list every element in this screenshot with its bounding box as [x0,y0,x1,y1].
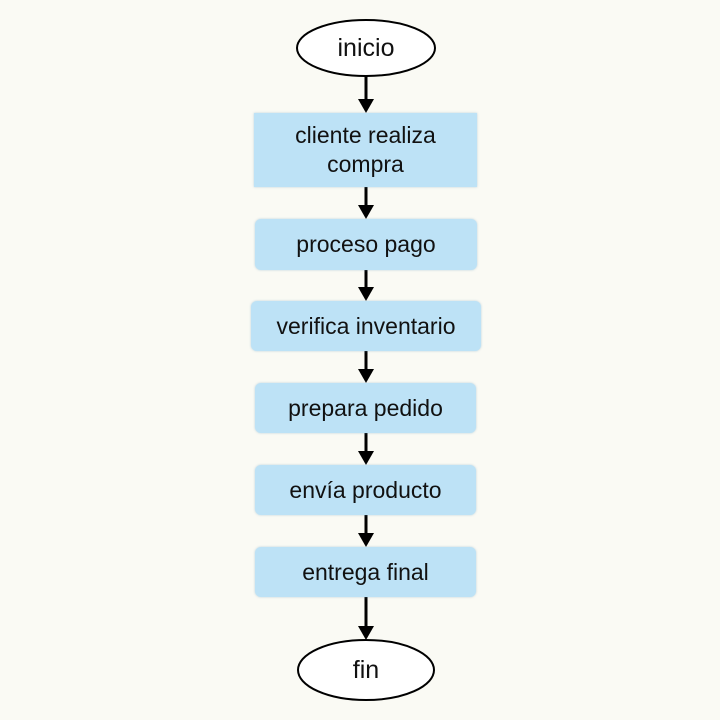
step-payment: proceso pago [255,219,477,270]
step-label: envía producto [289,476,442,503]
step-client-purchase: cliente realiza compra [254,113,477,187]
end-label: fin [352,655,380,684]
step-ship-product: envía producto [255,465,476,515]
start-label: inicio [337,33,395,62]
start-node: inicio [297,20,435,76]
step-verify-inventory: verifica inventario [251,301,481,351]
step-label: verifica inventario [276,312,456,339]
step-label: proceso pago [296,231,436,257]
end-node: fin [298,640,434,700]
step-final-delivery: entrega final [255,547,476,597]
step-label: entrega final [302,558,429,585]
step-label: prepara pedido [288,394,443,421]
step-label: cliente realiza compra [295,122,436,177]
step-prepare-order: prepara pedido [255,383,476,433]
